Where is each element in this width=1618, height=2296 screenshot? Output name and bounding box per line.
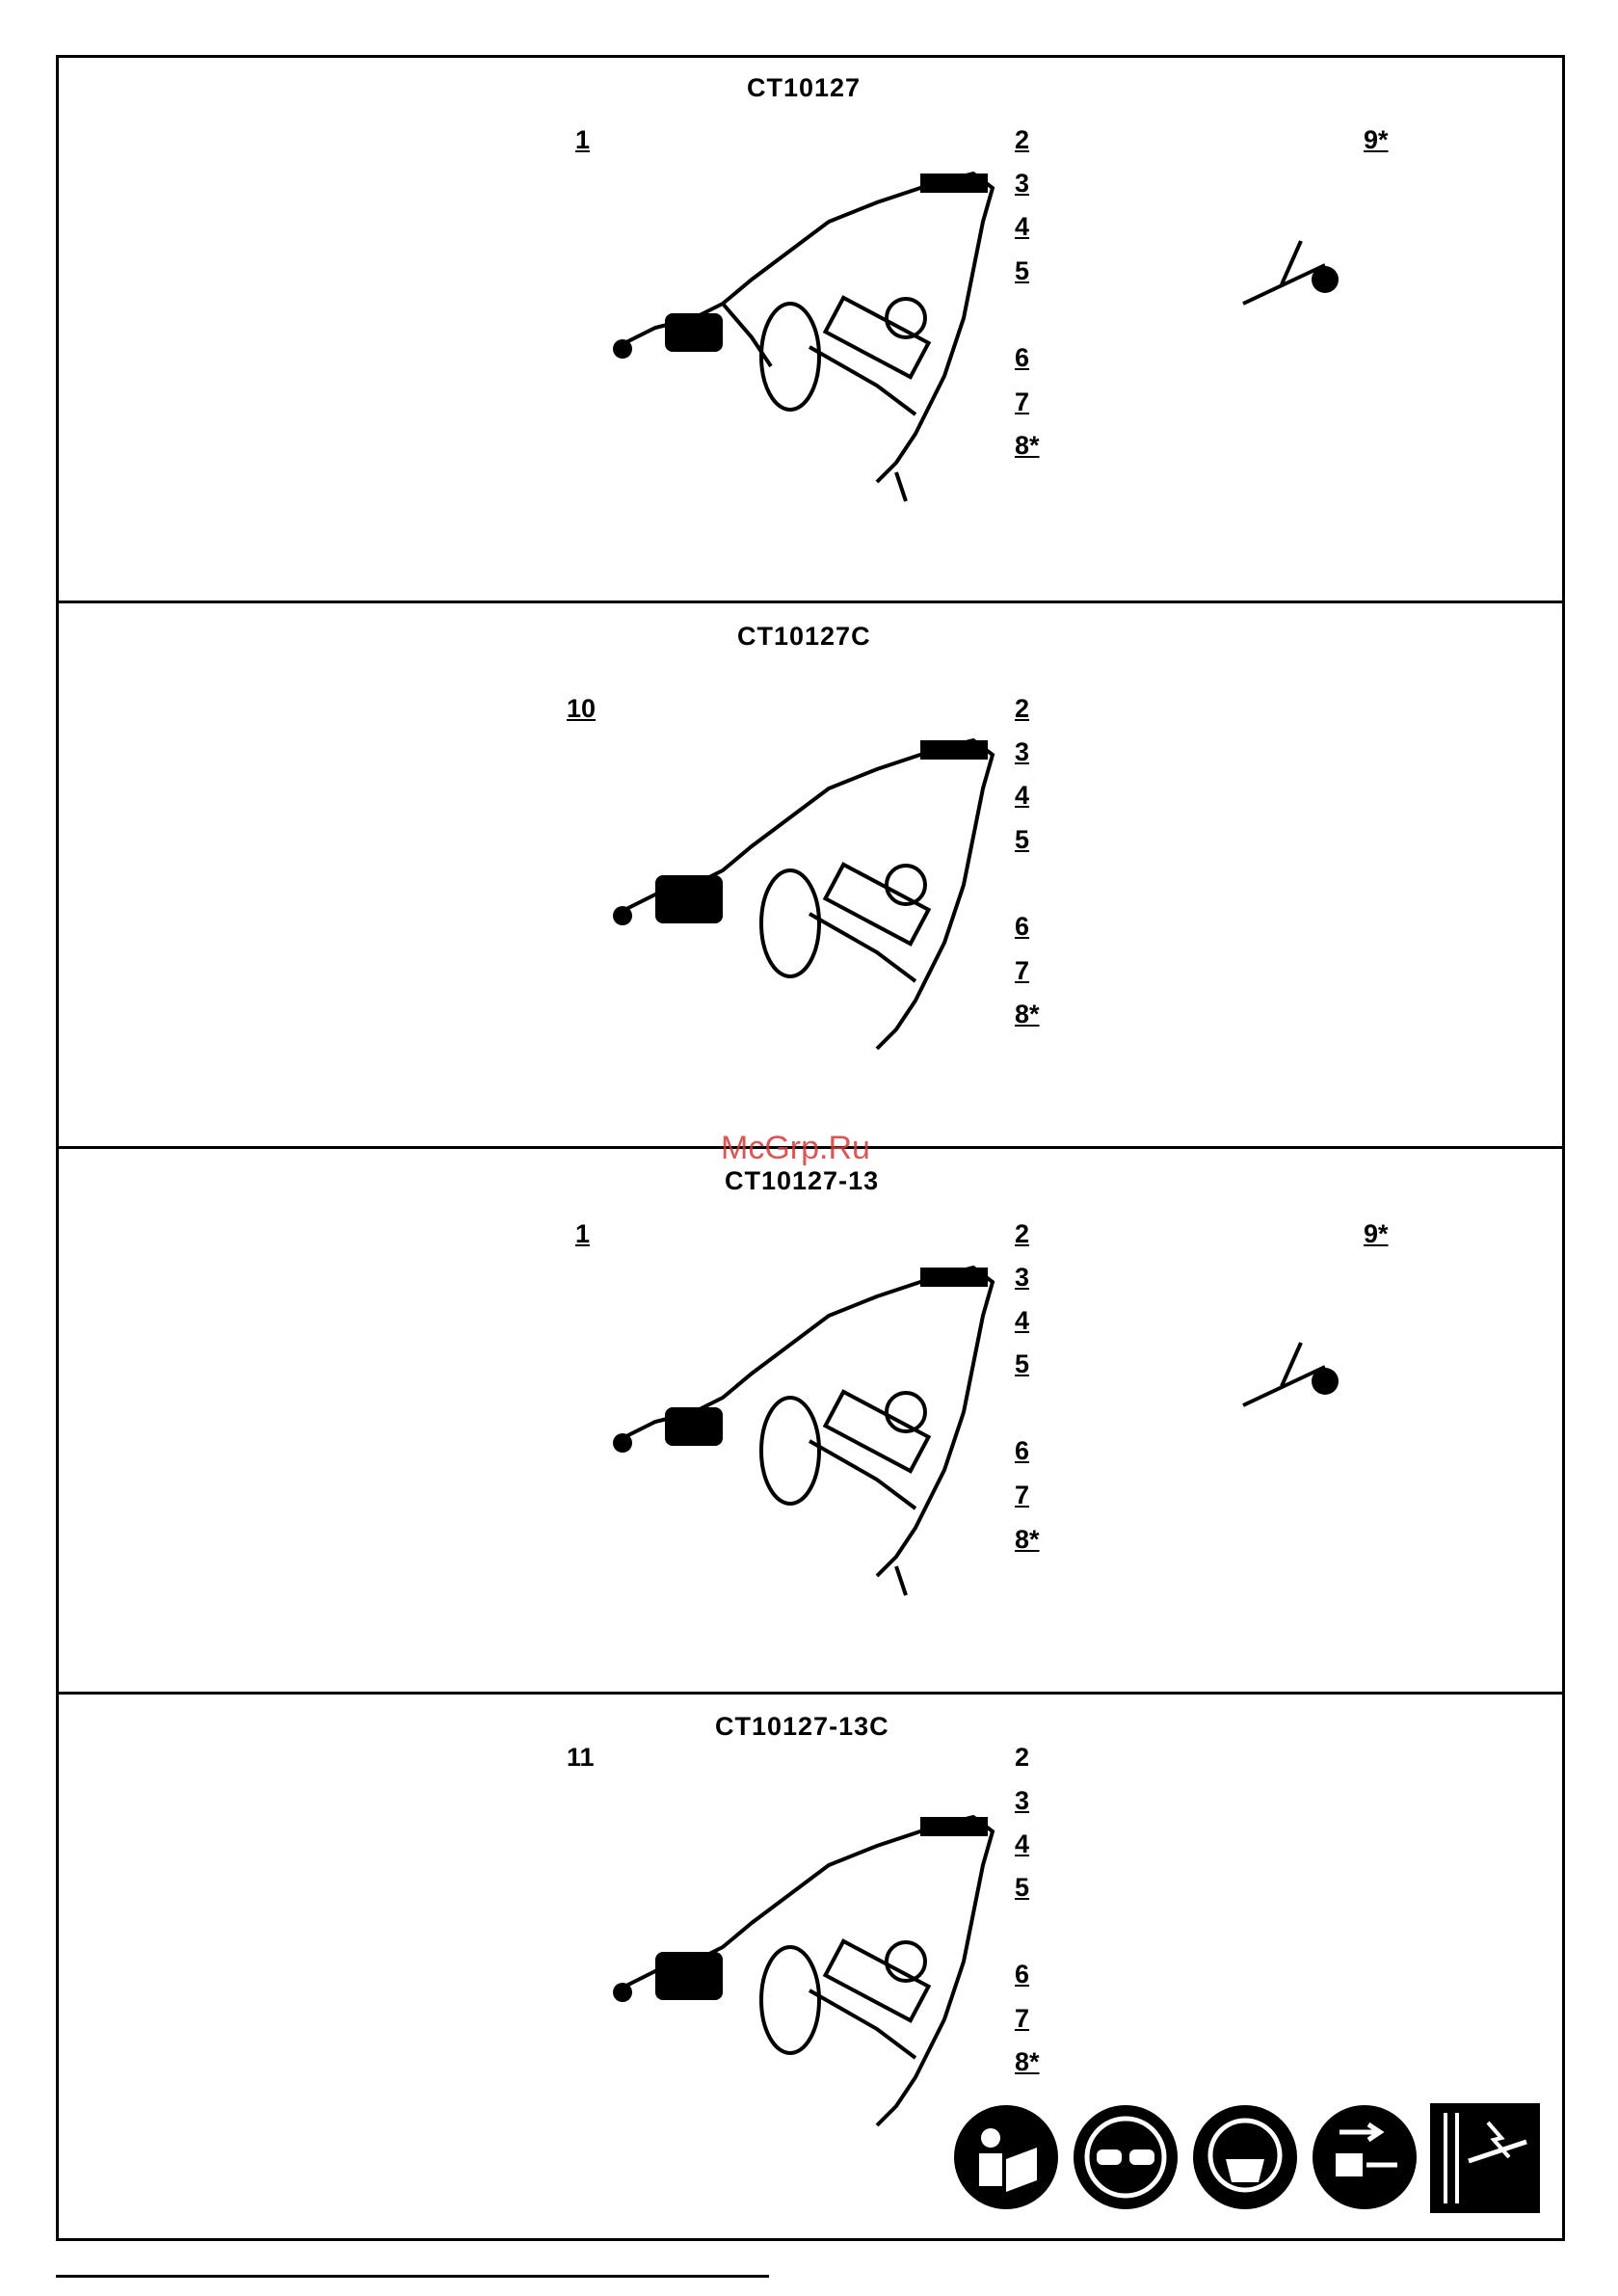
callout-label: 5: [1015, 1349, 1029, 1379]
callout-label: 4: [1015, 1306, 1029, 1336]
callout-label: 3: [1015, 1786, 1029, 1816]
panel-title: CT10127C: [737, 622, 871, 652]
callout-label: 1: [575, 125, 590, 155]
callout-label: 2: [1015, 1743, 1029, 1773]
callout-label: 6: [1015, 1436, 1029, 1466]
footer-rule: [56, 2275, 769, 2278]
drill-illustration: [588, 711, 1031, 1078]
callout-label: 3: [1015, 1263, 1029, 1293]
callout-label: 6: [1015, 343, 1029, 373]
chuck-key-illustration: [1238, 231, 1364, 318]
callout-label: 8*: [1015, 1000, 1040, 1029]
panel-divider: [56, 601, 1565, 603]
callout-label: 8*: [1015, 431, 1040, 461]
callout-label: 6: [1015, 1960, 1029, 1989]
safety-goggles-icon: [1072, 2103, 1180, 2211]
callout-label: 10: [567, 694, 596, 724]
callout-label: 7: [1015, 2004, 1029, 2034]
callout-label: 9*: [1364, 1219, 1389, 1249]
drill-illustration: [588, 1788, 1031, 2154]
callout-label: 3: [1015, 737, 1029, 767]
watermark: McGrp.Ru: [721, 1130, 870, 1167]
callout-label: 3: [1015, 169, 1029, 199]
dust-mask-icon: [1191, 2103, 1299, 2211]
callout-label: 4: [1015, 212, 1029, 242]
callout-label: 5: [1015, 825, 1029, 855]
callout-label: 7: [1015, 387, 1029, 417]
callout-label: 7: [1015, 956, 1029, 986]
panel-divider: [56, 1692, 1565, 1695]
read-manual-icon: [952, 2103, 1060, 2211]
callout-label: 7: [1015, 1481, 1029, 1510]
panel-title: CT10127-13: [725, 1166, 879, 1196]
panel-title: CT10127-13C: [715, 1712, 889, 1742]
callout-label: 5: [1015, 256, 1029, 286]
callout-label: 9*: [1364, 125, 1389, 155]
callout-label: 1: [575, 1219, 590, 1249]
drill-illustration: [588, 1239, 1031, 1605]
callout-label: 11: [567, 1743, 595, 1773]
drill-illustration: [588, 145, 1031, 511]
callout-label: 2: [1015, 125, 1029, 155]
callout-label: 2: [1015, 1219, 1029, 1249]
panel-title: CT10127: [747, 73, 861, 103]
callout-label: 8*: [1015, 2047, 1040, 2077]
unplug-before-service-icon: [1311, 2103, 1419, 2211]
safety-icons-row: [952, 2103, 1550, 2221]
check-for-hidden-wires-icon: [1430, 2103, 1540, 2213]
callout-label: 8*: [1015, 1525, 1040, 1555]
callout-label: 4: [1015, 781, 1029, 811]
callout-label: 4: [1015, 1829, 1029, 1859]
chuck-key-illustration: [1238, 1333, 1364, 1420]
callout-label: 5: [1015, 1873, 1029, 1903]
callout-label: 2: [1015, 694, 1029, 724]
callout-label: 6: [1015, 912, 1029, 942]
